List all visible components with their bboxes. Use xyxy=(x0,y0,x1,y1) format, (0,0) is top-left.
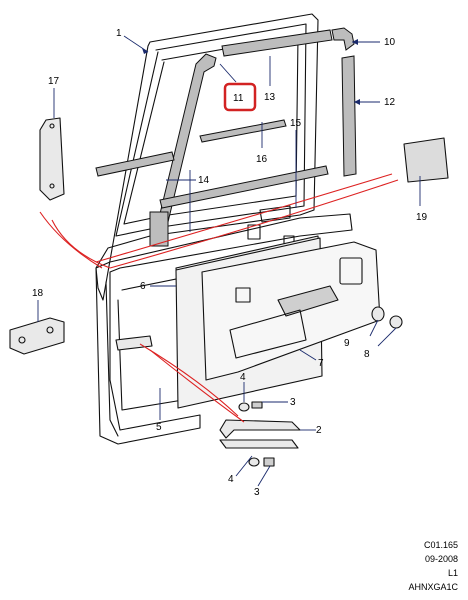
callout-9: 9 xyxy=(344,338,350,349)
diagram-reference-block: C01.165 09-2008 L1 AHNXGA1C xyxy=(408,538,458,594)
callout-8: 8 xyxy=(364,349,370,360)
callout-3b: 3 xyxy=(254,487,260,498)
callout-7: 7 xyxy=(318,358,324,369)
hinge-bracket-part-18 xyxy=(9,317,65,355)
fixings-parts-3-4 xyxy=(238,401,275,467)
membrane-part-19 xyxy=(403,137,449,183)
fitting-guide-lines xyxy=(39,173,399,423)
top-seal-part-13 xyxy=(221,29,333,57)
callout-1: 1 xyxy=(116,28,122,39)
corner-piece-part-10 xyxy=(331,27,355,51)
bracket-part-17 xyxy=(39,117,65,201)
callout-15: 15 xyxy=(290,118,302,129)
callout-18: 18 xyxy=(32,288,44,299)
callout-14: 14 xyxy=(198,175,210,186)
vertical-seal-part-12 xyxy=(341,55,357,177)
callout-12: 12 xyxy=(384,97,396,108)
washer-part-9 xyxy=(371,306,385,322)
callout-16: 16 xyxy=(256,154,268,165)
callout-11-highlight-box xyxy=(223,82,257,112)
waist-seal-part-15 xyxy=(95,151,329,209)
callout-11: 11 xyxy=(233,93,244,104)
callout-3a: 3 xyxy=(290,397,296,408)
channel-part-14 xyxy=(149,211,169,247)
strap-part-2 xyxy=(219,419,301,449)
callout-10: 10 xyxy=(384,37,396,48)
callout-2: 2 xyxy=(316,425,322,436)
callout-13: 13 xyxy=(264,92,276,103)
diagram-ref: AHNXGA1C xyxy=(408,582,458,592)
diagram-date: 09-2008 xyxy=(424,554,458,564)
diagram-code: C01.165 xyxy=(423,540,458,550)
callout-5: 5 xyxy=(156,422,162,433)
diagram-level: L1 xyxy=(447,568,458,578)
check-strap-part-5 xyxy=(115,335,153,351)
callout-labels: 1 2 3 3 4 4 5 6 7 8 9 10 11 12 13 14 15 … xyxy=(32,28,428,498)
callout-6: 6 xyxy=(140,281,146,292)
callout-4b: 4 xyxy=(228,474,234,485)
callout-17: 17 xyxy=(48,76,60,87)
leader-lines xyxy=(37,35,421,487)
seal-part-16 xyxy=(199,119,287,143)
callout-4a: 4 xyxy=(240,372,246,383)
callout-19: 19 xyxy=(416,212,428,223)
screw-part-8 xyxy=(389,315,403,329)
door-panel-part-7 xyxy=(201,241,381,381)
